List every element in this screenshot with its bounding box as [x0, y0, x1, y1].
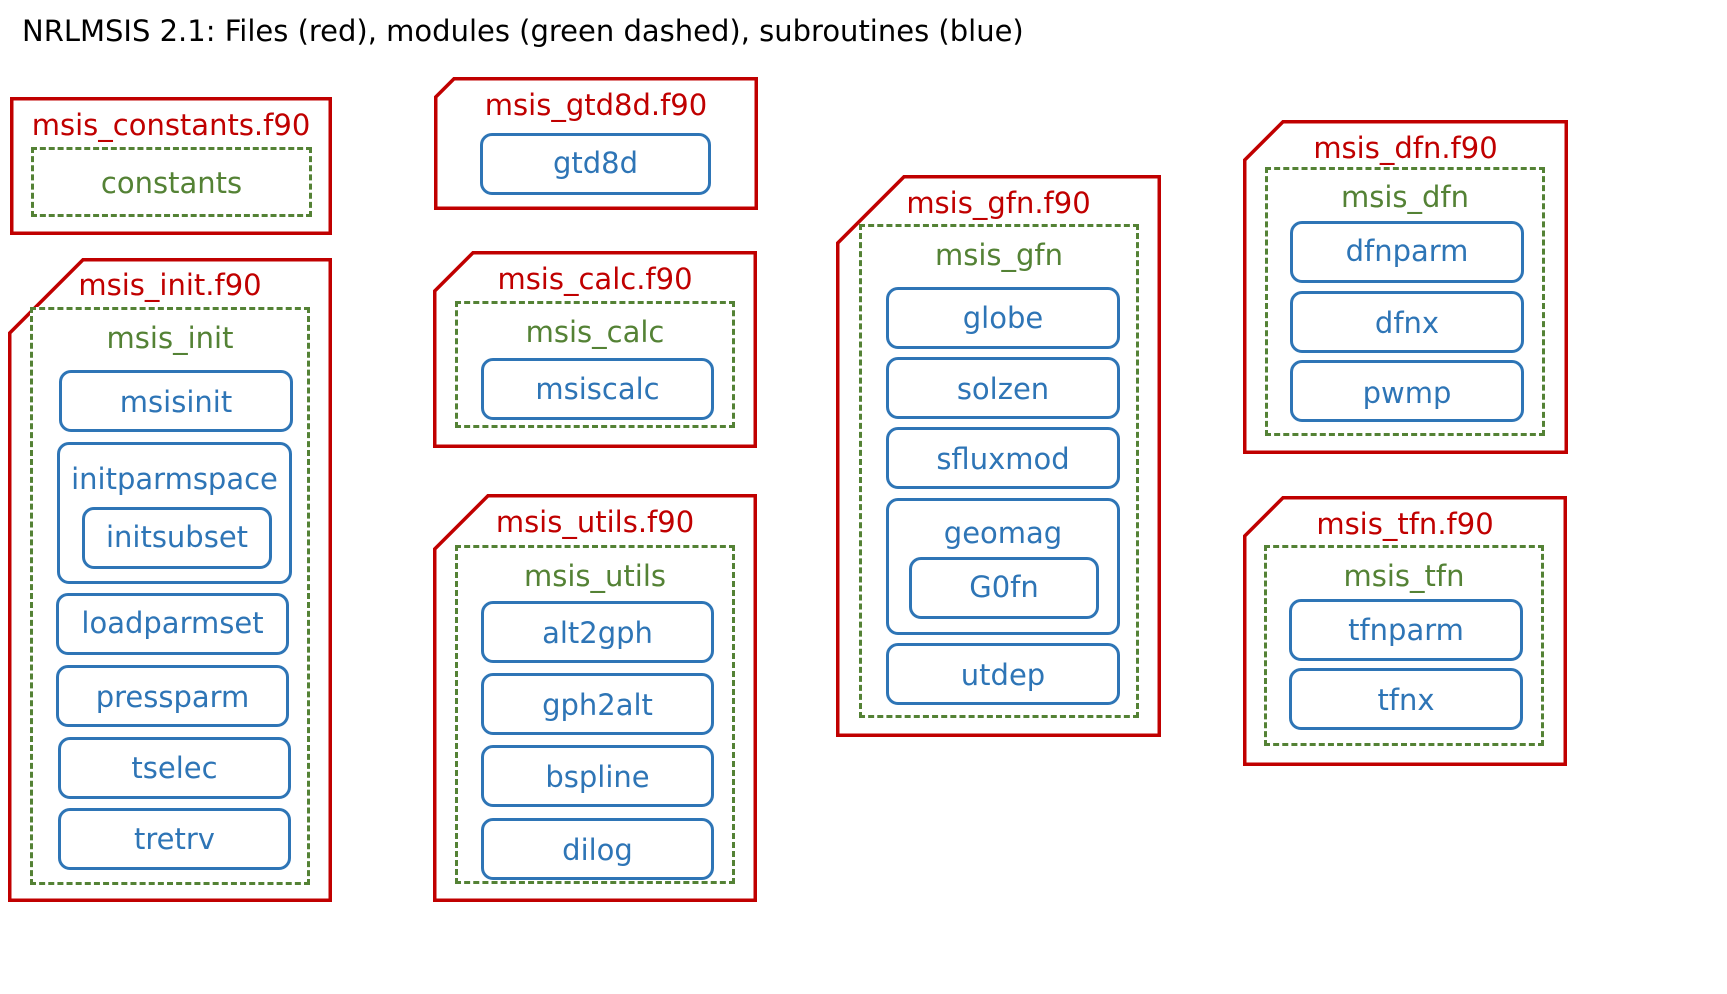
subroutine-label: tfnparm — [1348, 613, 1464, 647]
subroutine-box-msiscalc: msiscalc — [481, 358, 714, 420]
module-box-init: msis_init msisinit initparmspace initsubset… — [30, 307, 310, 885]
file-name-label: msis_utils.f90 — [495, 505, 695, 539]
subroutine-box-tfnx: tfnx — [1289, 668, 1523, 730]
subroutine-label: G0fn — [969, 570, 1039, 604]
file-box-init: msis_init.f90 msis_init msisinit initparmsp… — [8, 258, 332, 902]
subroutine-label: msiscalc — [535, 372, 660, 406]
subroutine-label: tretrv — [134, 822, 215, 856]
subroutine-box-pwmp: pwmp — [1290, 360, 1524, 422]
subroutine-label: msisinit — [119, 385, 233, 419]
diagram-title: NRLMSIS 2.1: Files (red), modules (green… — [22, 14, 1024, 48]
subroutine-box-solzen: solzen — [886, 357, 1120, 419]
module-name-label: msis_utils — [524, 559, 666, 593]
subroutine-label: gtd8d — [552, 146, 639, 180]
subroutine-label: bspline — [545, 760, 650, 794]
subroutine-label: sfluxmod — [936, 442, 1070, 476]
subroutine-box-gph2alt: gph2alt — [481, 673, 714, 735]
module-name-label: msis_dfn — [1340, 180, 1470, 214]
file-box-utils: msis_utils.f90 msis_utils alt2gph gph2alt bs… — [433, 494, 757, 902]
subroutine-box-gtd8d: gtd8d — [480, 133, 711, 195]
subroutine-box-dfnx: dfnx — [1290, 291, 1524, 353]
file-box-calc: msis_calc.f90 msis_calc msiscalc — [433, 251, 757, 448]
file-name-label: msis_gtd8d.f90 — [484, 88, 708, 122]
subroutine-label: solzen — [956, 372, 1050, 406]
subroutine-box-tfnparm: tfnparm — [1289, 599, 1523, 661]
subroutine-label: gph2alt — [542, 688, 653, 722]
subroutine-label: tfnx — [1377, 683, 1435, 717]
subroutine-label: tselec — [131, 751, 218, 785]
subroutine-label: alt2gph — [542, 616, 653, 650]
subroutine-box-initparmspace: initparmspace initsubset — [57, 442, 292, 584]
module-name-label: msis_gfn — [934, 238, 1064, 272]
subroutine-label: loadparmset — [81, 606, 264, 640]
module-name-label: constants — [100, 166, 243, 200]
file-name-label: msis_constants.f90 — [31, 108, 311, 142]
module-box-calc: msis_calc msiscalc — [455, 301, 735, 428]
file-box-gtd8d: msis_gtd8d.f90 gtd8d — [434, 77, 758, 210]
subroutine-box-sfluxmod: sfluxmod — [886, 427, 1120, 489]
subroutine-box-g0fn: G0fn — [909, 557, 1099, 619]
subroutine-label: initparmspace — [71, 462, 278, 496]
module-name-label: msis_calc — [525, 315, 665, 349]
module-box-utils: msis_utils alt2gph gph2alt bspline dilog — [455, 545, 735, 884]
subroutine-box-dilog: dilog — [481, 818, 714, 880]
subroutine-label: dfnparm — [1345, 234, 1469, 268]
subroutine-label: dfnx — [1374, 306, 1440, 340]
file-name-label: msis_dfn.f90 — [1313, 131, 1498, 165]
subroutine-label: pwmp — [1362, 376, 1452, 410]
module-box-constants: constants — [31, 147, 312, 217]
subroutine-box-loadparmset: loadparmset — [56, 593, 289, 655]
file-name-label: msis_calc.f90 — [497, 262, 693, 296]
file-box-constants: msis_constants.f90 constants — [10, 97, 332, 235]
subroutine-box-utdep: utdep — [886, 643, 1120, 705]
module-name-label: msis_tfn — [1343, 559, 1465, 593]
subroutine-label: initsubset — [105, 520, 249, 554]
subroutine-box-msisinit: msisinit — [59, 370, 293, 432]
subroutine-label: pressparm — [95, 680, 250, 714]
subroutine-label: utdep — [960, 658, 1046, 692]
subroutine-box-dfnparm: dfnparm — [1290, 221, 1524, 283]
subroutine-label: globe — [962, 301, 1044, 335]
subroutine-box-initsubset: initsubset — [82, 507, 272, 569]
subroutine-box-tretrv: tretrv — [58, 808, 291, 870]
subroutine-box-tselec: tselec — [58, 737, 291, 799]
subroutine-box-alt2gph: alt2gph — [481, 601, 714, 663]
subroutine-label: dilog — [562, 833, 633, 867]
file-name-label: msis_gfn.f90 — [906, 186, 1091, 220]
subroutine-box-globe: globe — [886, 287, 1120, 349]
subroutine-label: geomag — [943, 516, 1063, 550]
file-name-label: msis_tfn.f90 — [1316, 507, 1494, 541]
file-name-label: msis_init.f90 — [78, 268, 262, 302]
module-name-label: msis_init — [106, 321, 234, 355]
subroutine-box-bspline: bspline — [481, 745, 714, 807]
subroutine-box-pressparm: pressparm — [56, 665, 289, 727]
